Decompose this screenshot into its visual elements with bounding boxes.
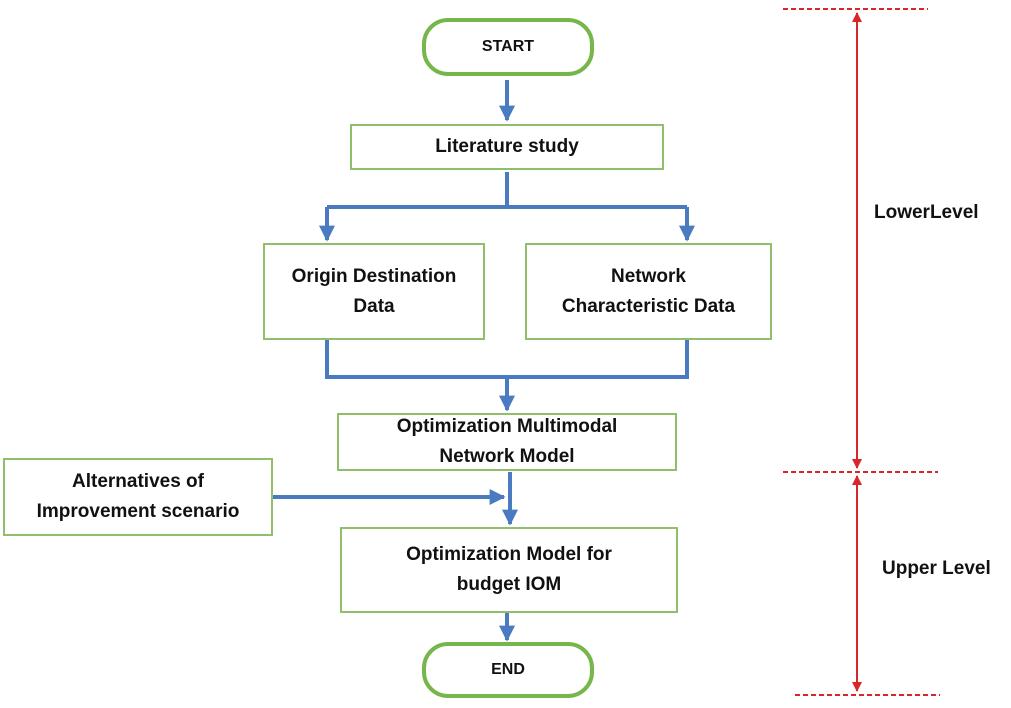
network-characteristic-box: Network Characteristic Data (525, 243, 772, 340)
optimization-budget-label: Optimization Model for budget IOM (406, 544, 612, 595)
connector-literature-split (327, 172, 687, 209)
lower-level-label: LowerLevel (874, 202, 979, 223)
alternatives-label: Alternatives of Improvement scenario (36, 471, 240, 522)
start-node: START (422, 18, 594, 76)
upper-level-label: Upper Level (882, 558, 991, 579)
literature-study-box: Literature study (350, 124, 664, 170)
origin-destination-label: Origin Destination Data (291, 265, 457, 317)
optimization-multimodal-label: Optimization Multimodal Network Model (396, 416, 618, 467)
network-characteristic-label: Network Characteristic Data (561, 265, 736, 317)
origin-destination-box: Origin Destination Data (263, 243, 485, 340)
optimization-budget-box: Optimization Model for budget IOM (340, 527, 678, 613)
connector-merge (325, 340, 689, 379)
end-label: END (491, 661, 525, 678)
start-label: START (481, 38, 535, 55)
end-node: END (422, 642, 594, 698)
literature-study-label: Literature study (435, 136, 579, 157)
alternatives-box: Alternatives of Improvement scenario (3, 458, 273, 536)
optimization-multimodal-box: Optimization Multimodal Network Model (337, 413, 677, 471)
